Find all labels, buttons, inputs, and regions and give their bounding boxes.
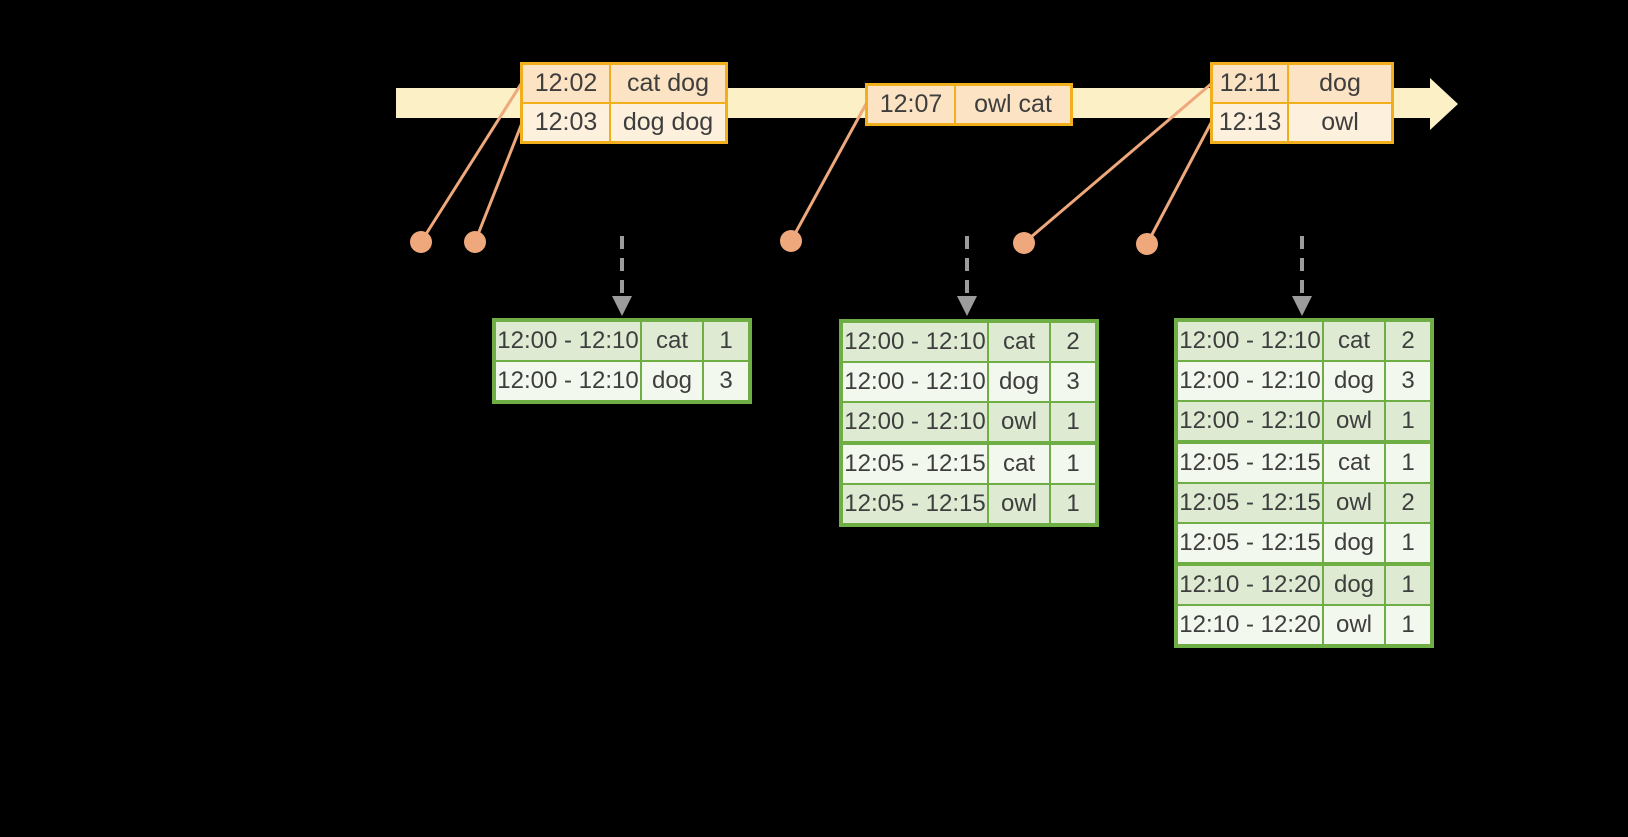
window-cell: 12:00 - 12:10 — [840, 401, 989, 444]
words-cell: dog dog — [609, 102, 728, 144]
word-cell: owl — [1322, 604, 1386, 647]
word-cell: owl — [987, 401, 1051, 444]
window-cell: 12:10 - 12:20 — [1175, 604, 1324, 647]
time-cell: 12:02 — [520, 62, 611, 104]
count-cell: 1 — [1384, 440, 1433, 484]
connector-line — [789, 103, 868, 242]
window-cell: 12:00 - 12:10 — [493, 319, 642, 362]
count-cell: 1 — [1049, 401, 1098, 444]
connector-line — [1145, 122, 1213, 245]
window-cell: 12:00 - 12:10 — [1175, 319, 1324, 362]
event-dot-icon — [464, 231, 486, 253]
window-cell: 12:05 - 12:15 — [840, 441, 989, 485]
window-cell: 12:00 - 12:10 — [493, 360, 642, 403]
words-cell: dog — [1287, 62, 1394, 104]
count-cell: 1 — [1049, 483, 1098, 526]
word-cell: cat — [640, 319, 704, 362]
count-cell: 1 — [1049, 441, 1098, 485]
count-cell: 3 — [1384, 360, 1433, 402]
word-cell: dog — [1322, 562, 1386, 606]
word-cell: dog — [1322, 522, 1386, 565]
window-cell: 12:05 - 12:15 — [840, 483, 989, 526]
time-cell: 12:13 — [1210, 102, 1289, 144]
count-cell: 1 — [1384, 522, 1433, 565]
word-cell: dog — [1322, 360, 1386, 402]
trigger-arrowhead-icon — [612, 296, 632, 316]
word-cell: dog — [640, 360, 704, 403]
word-cell: owl — [987, 483, 1051, 526]
count-cell: 2 — [1384, 482, 1433, 524]
count-cell: 3 — [1049, 361, 1098, 403]
words-cell: owl — [1287, 102, 1394, 144]
timeline-arrowhead-icon — [1430, 78, 1458, 130]
count-cell: 1 — [702, 319, 751, 362]
count-cell: 2 — [1049, 320, 1098, 363]
connector-line — [419, 83, 523, 243]
words-cell: owl cat — [954, 83, 1073, 126]
words-cell: cat dog — [609, 62, 728, 104]
connector-line — [473, 122, 524, 243]
count-cell: 1 — [1384, 400, 1433, 443]
word-cell: cat — [1322, 440, 1386, 484]
count-cell: 1 — [1384, 604, 1433, 647]
word-cell: dog — [987, 361, 1051, 403]
window-cell: 12:00 - 12:10 — [840, 320, 989, 363]
event-dot-icon — [1013, 232, 1035, 254]
time-cell: 12:03 — [520, 102, 611, 144]
window-cell: 12:00 - 12:10 — [840, 361, 989, 403]
connector-line — [1023, 82, 1212, 245]
trigger-arrowhead-icon — [957, 296, 977, 316]
window-cell: 12:00 - 12:10 — [1175, 400, 1324, 443]
count-cell: 2 — [1384, 319, 1433, 362]
window-cell: 12:00 - 12:10 — [1175, 360, 1324, 402]
time-cell: 12:07 — [865, 83, 956, 126]
window-cell: 12:10 - 12:20 — [1175, 562, 1324, 606]
word-cell: cat — [987, 441, 1051, 485]
word-cell: cat — [1322, 319, 1386, 362]
event-dot-icon — [410, 231, 432, 253]
count-cell: 3 — [702, 360, 751, 403]
window-cell: 12:05 - 12:15 — [1175, 440, 1324, 484]
word-cell: cat — [987, 320, 1051, 363]
window-cell: 12:05 - 12:15 — [1175, 522, 1324, 565]
trigger-arrowhead-icon — [1292, 296, 1312, 316]
time-cell: 12:11 — [1210, 62, 1289, 104]
word-cell: owl — [1322, 400, 1386, 443]
event-dot-icon — [780, 230, 802, 252]
window-cell: 12:05 - 12:15 — [1175, 482, 1324, 524]
event-dot-icon — [1136, 233, 1158, 255]
count-cell: 1 — [1384, 562, 1433, 606]
word-cell: owl — [1322, 482, 1386, 524]
